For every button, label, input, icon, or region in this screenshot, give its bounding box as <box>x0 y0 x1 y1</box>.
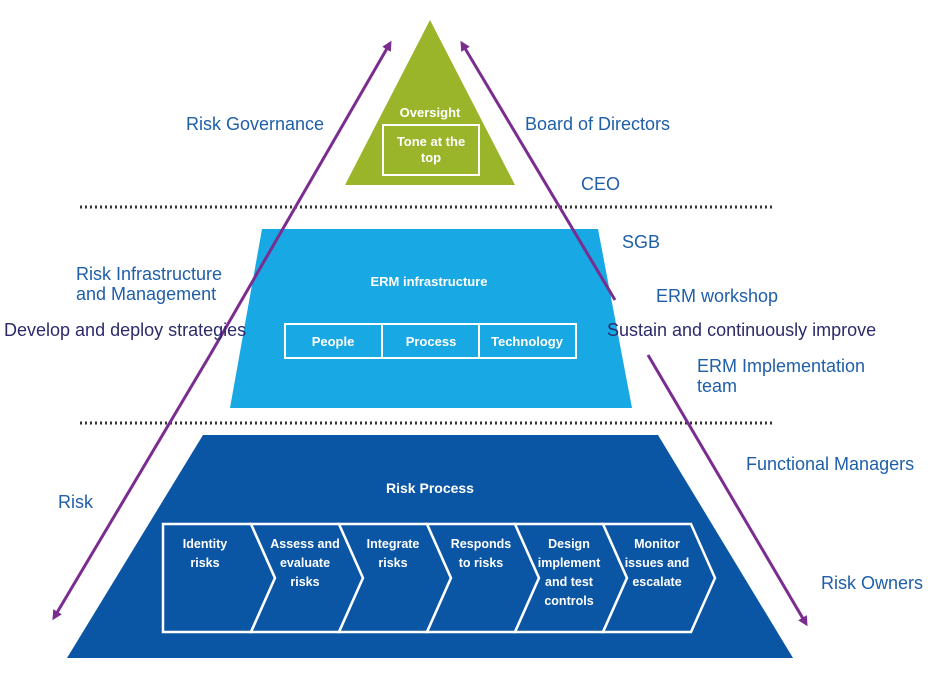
tone-at-top-line1: Tone at the <box>397 134 465 149</box>
label-functional-managers: Functional Managers <box>746 454 915 474</box>
label-sgb: SGB <box>622 232 661 252</box>
process-step-label: risks <box>290 575 319 589</box>
process-step-label: to risks <box>459 556 504 570</box>
tone-at-top-line2: top <box>421 150 441 165</box>
arrow-right-down <box>646 354 808 627</box>
erm-infrastructure-tier <box>230 229 632 408</box>
label-risk-infrastructure: Risk Infrastructure and Management <box>76 264 223 304</box>
process-step-label: escalate <box>632 575 681 589</box>
label-risk-owners: Risk Owners <box>821 573 924 593</box>
process-step-label: risks <box>378 556 407 570</box>
infra-cell-box <box>284 323 577 359</box>
infra-cell-technology: Technology <box>491 334 564 349</box>
label-erm-implementation-team: ERM Implementation team <box>697 356 866 396</box>
process-step-label: evaluate <box>280 556 330 570</box>
label-develop-strategies: Develop and deploy strategies <box>4 320 247 340</box>
oversight-tier <box>345 20 515 185</box>
process-step-label: Monitor <box>634 537 680 551</box>
tone-at-top-box <box>382 124 480 176</box>
risk-process-title: Risk Process <box>386 480 474 496</box>
process-step-label: issues and <box>625 556 690 570</box>
process-step-label: risks <box>190 556 219 570</box>
arrow-right-up <box>460 40 617 301</box>
process-step-chevron <box>601 522 717 634</box>
process-step-label: Design <box>548 537 590 551</box>
oversight-title: Oversight <box>400 105 461 120</box>
process-step-label: and test <box>545 575 594 589</box>
infra-cell-process: Process <box>406 334 457 349</box>
infra-cell-people: People <box>312 334 355 349</box>
arrow-left-down <box>52 354 212 621</box>
arrow-left-up <box>208 40 392 356</box>
label-sustain-improve: Sustain and continuously improve <box>607 320 877 340</box>
process-step-label: implement <box>538 556 601 570</box>
process-step-label: Integrate <box>367 537 420 551</box>
erm-infrastructure-title: ERM infrastructure <box>370 274 487 289</box>
label-board-of-directors: Board of Directors <box>525 114 671 134</box>
process-step-label: Assess and <box>270 537 339 551</box>
process-step-label: controls <box>544 594 593 608</box>
risk-process-steps: Identity risks Assess and evaluate risks Inte… <box>161 522 717 634</box>
label-risk-governance: Risk Governance <box>186 114 325 134</box>
process-step-label: Responds <box>451 537 511 551</box>
label-risk: Risk <box>58 492 93 512</box>
infrastructure-cells: People Process Technology <box>284 323 577 359</box>
label-erm-workshop: ERM workshop <box>656 286 779 306</box>
process-step-label: Identity <box>183 537 227 551</box>
label-ceo: CEO <box>581 174 621 194</box>
